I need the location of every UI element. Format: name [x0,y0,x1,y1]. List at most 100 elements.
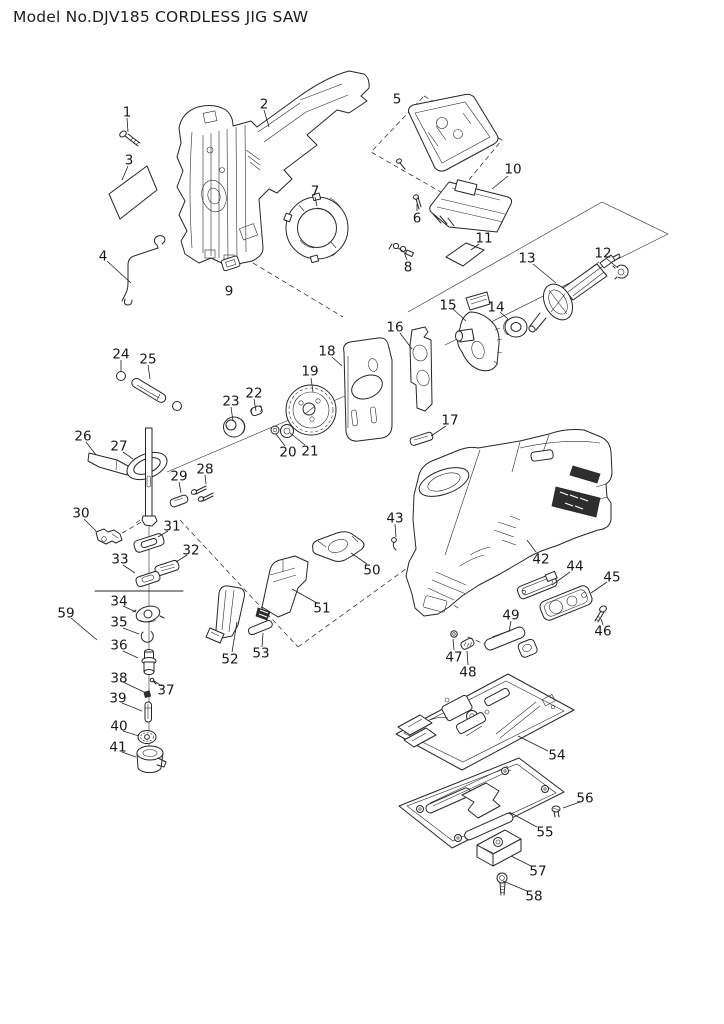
callout-34: 34 [110,594,127,610]
callout-42: 42 [532,552,549,568]
callout-44: 44 [566,559,583,575]
callout-leader-32 [175,554,188,563]
callout-leader-37 [153,680,163,687]
callout-38: 38 [110,671,127,687]
callout-21: 21 [301,444,318,460]
callout-14: 14 [487,300,504,316]
callout-leader-29 [178,481,182,494]
callout-8: 8 [404,260,413,276]
callout-53: 53 [252,646,269,662]
callout-leader-3 [121,165,129,181]
callout-leader-16 [399,332,413,350]
callout-leader-31 [157,530,169,538]
callout-17: 17 [441,413,458,429]
callout-leader-38 [122,681,145,693]
callout-leader-19 [310,377,314,393]
part-44-plate [516,570,558,600]
callout-24: 24 [112,347,129,363]
callout-leader-26 [85,441,97,456]
callout-leader-56 [562,801,581,809]
callout-leader-14 [499,311,509,320]
callout-leader-1 [126,117,129,133]
callout-6: 6 [413,211,422,227]
callout-leader-17 [430,425,447,437]
callout-leader-12 [606,258,619,269]
callout-leader-53 [261,632,264,648]
callout-29: 29 [170,469,187,485]
part-4-wire [121,235,166,306]
part-8-fittings [388,242,414,258]
part-49-lever [484,626,538,658]
callout-leader-28 [204,474,207,485]
callout-leader-10 [491,175,509,190]
part-27-slider [126,427,168,527]
part-16-gasket [409,326,433,412]
callout-leader-33 [122,564,136,574]
callout-leader-34 [122,605,137,613]
part-35-snap-ring [140,631,154,643]
callout-27: 27 [110,439,127,455]
callout-57: 57 [529,864,546,880]
callout-13: 13 [518,251,535,267]
part-58-bolt [496,872,508,896]
part-23-roller [223,416,246,438]
callout-4: 4 [99,249,108,265]
callout-leader-42 [526,539,537,553]
callout-36: 36 [110,638,127,654]
callout-leader-46 [600,618,604,626]
part-33-plate [135,570,161,588]
callout-leader-57 [510,855,532,867]
part-26-strip [87,452,129,476]
part-42-main-body [405,429,613,617]
callout-22: 22 [245,386,262,402]
part-39-pin [144,701,152,723]
callout-leader-35 [122,627,140,635]
callout-leader-48 [466,650,469,666]
part-12-bearing [612,264,629,280]
callout-37: 37 [157,683,174,699]
callout-33: 33 [111,552,128,568]
callout-2: 2 [260,97,269,113]
part-10-controller [429,179,513,233]
callout-leader-2 [263,109,270,128]
callout-43: 43 [386,511,403,527]
callout-leader-8 [403,251,408,261]
callout-leader-11 [470,243,480,251]
callout-39: 39 [109,691,126,707]
part-47-ring [450,630,458,638]
callout-20: 20 [279,445,296,461]
part-40-gear-washer [137,730,157,744]
callout-leader-25 [147,364,151,380]
callout-leader-51 [291,588,318,604]
page-title: Model No.DJV185 CORDLESS JIG SAW [13,8,309,26]
callout-leader-58 [502,880,528,892]
callout-leader-23 [230,406,234,422]
part-1-screw [119,130,141,147]
callout-9: 9 [225,284,234,300]
callout-leader-21 [289,432,306,446]
part-14-bearing [503,316,528,338]
callout-leader-13 [532,263,557,284]
part-5-controller-cover [396,93,499,172]
part-19-gear [285,384,337,436]
callout-leader-27 [122,451,134,460]
callout-58: 58 [525,889,542,905]
part-41-sleeve [136,745,167,774]
part-13-armature [528,253,621,333]
callout-7: 7 [311,184,320,200]
part-28-screws [190,485,214,502]
callout-51: 51 [313,601,330,617]
part-31-plate [133,533,165,553]
part-2-motor-housing [176,70,370,267]
callout-55: 55 [536,825,553,841]
callout-leader-47 [452,638,455,651]
callout-30: 30 [72,506,89,522]
part-50-holder [312,531,365,562]
callout-leader-18 [331,356,343,367]
callout-50: 50 [363,563,380,579]
part-57-clamp [476,829,522,867]
callout-leader-59 [70,617,98,641]
